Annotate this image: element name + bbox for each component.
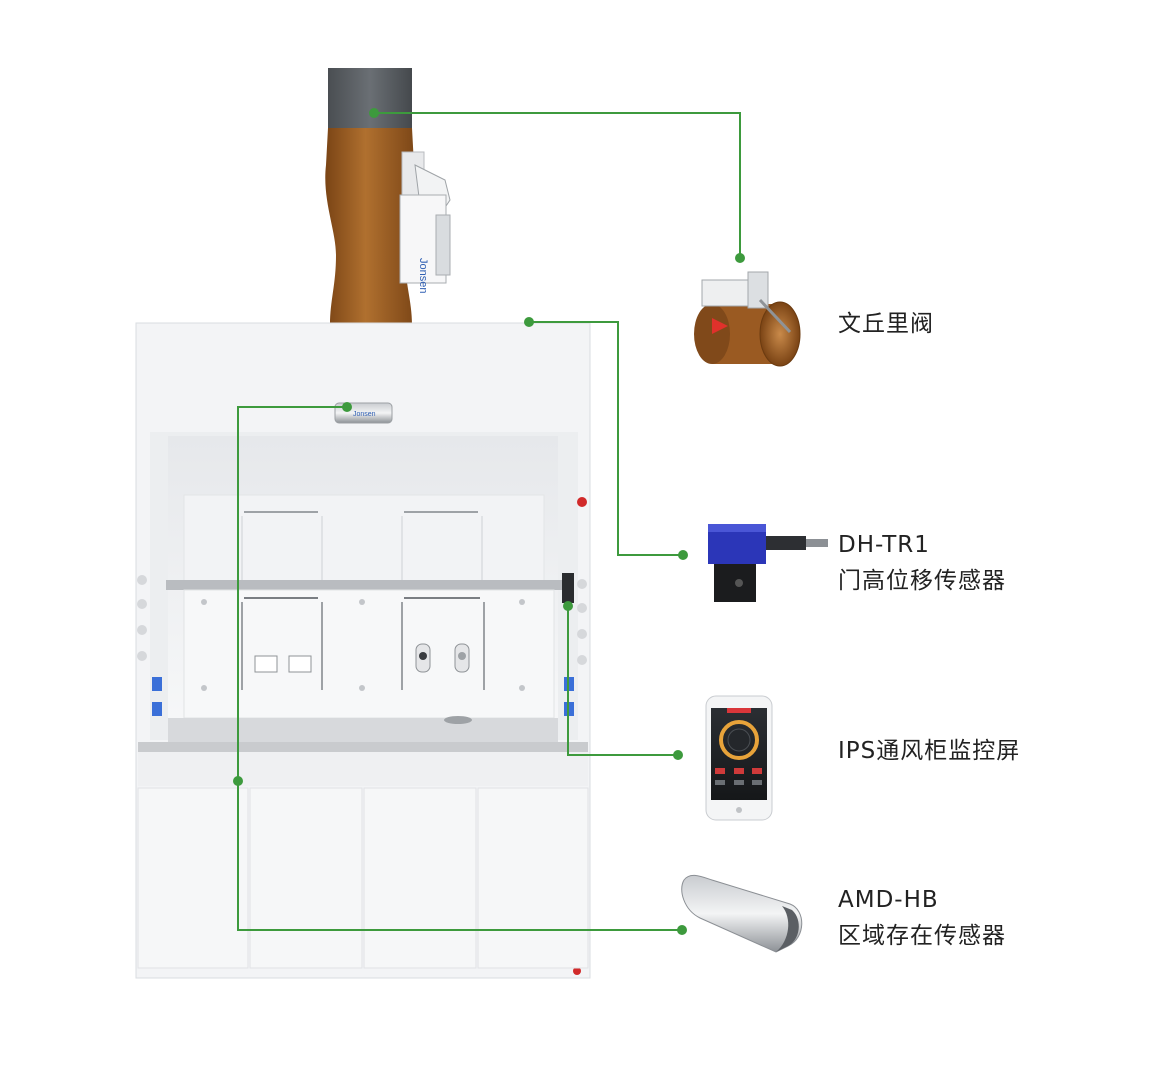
connector-dots <box>233 108 745 935</box>
logo-text: Jonsen <box>417 258 429 293</box>
label-monitor-screen-line1: IPS通风柜监控屏 <box>838 738 1021 764</box>
label-venturi-valve: 文丘里阀 <box>838 306 934 342</box>
label-sash-sensor: DH-TR1 门高位移传感器 <box>838 527 1006 599</box>
label-presence-sensor-model: AMD-HB <box>838 887 939 913</box>
label-presence-sensor: AMD-HB 区域存在传感器 <box>838 882 1006 954</box>
label-presence-sensor-name: 区域存在传感器 <box>838 923 1006 949</box>
duct-actuator: Jonsen <box>399 151 451 293</box>
connector-monitor-screen <box>567 606 678 756</box>
label-sash-sensor-model: DH-TR1 <box>838 532 930 558</box>
exhaust-duct <box>325 68 415 325</box>
phone-monitor-icon <box>705 695 773 821</box>
hood-control-panel <box>562 573 574 603</box>
presence-sensor-icon <box>681 874 803 953</box>
label-sash-sensor-name: 门高位移传感器 <box>838 568 1006 594</box>
power-outlets <box>254 655 312 673</box>
connector-presence-sensor <box>237 406 682 931</box>
venturi-valve-icon <box>694 271 801 367</box>
connector-sash-sensor <box>529 321 683 556</box>
fume-hood <box>135 322 591 979</box>
indicator-light <box>577 497 587 507</box>
connector-lines <box>237 112 741 931</box>
gas-valves <box>415 643 470 673</box>
svg-text:Jonsen: Jonsen <box>353 411 376 418</box>
indicator-light <box>573 967 581 975</box>
label-venturi-valve-line1: 文丘里阀 <box>838 311 934 337</box>
displacement-sensor-icon <box>708 524 828 602</box>
connector-venturi-valve <box>374 112 741 258</box>
label-monitor-screen: IPS通风柜监控屏 <box>838 733 1020 769</box>
